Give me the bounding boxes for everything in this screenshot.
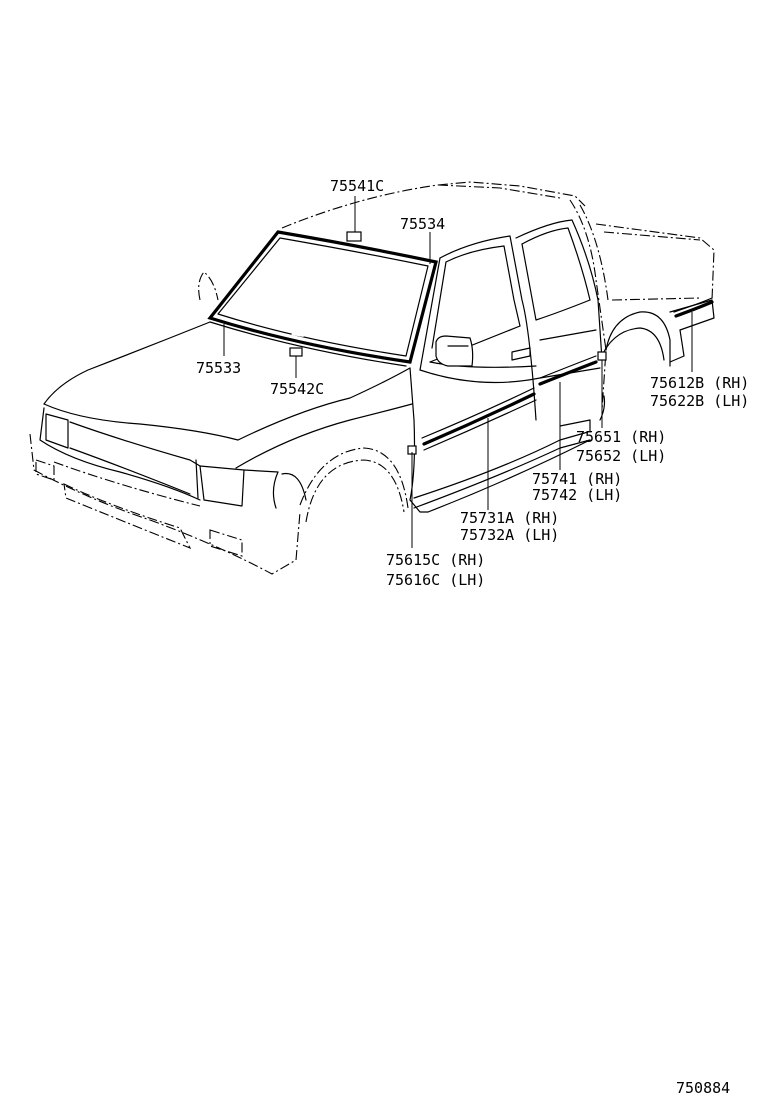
side-moldings bbox=[407, 297, 714, 455]
callout-75732a-lh: 75732A (LH) bbox=[460, 526, 559, 544]
callout-75612b-rh: 75612B (RH) bbox=[650, 374, 749, 392]
callout-labels: 75541C 75534 75533 75542C 75612B (RH) 75… bbox=[196, 177, 749, 1097]
callout-75533: 75533 bbox=[196, 359, 241, 377]
drawing-number: 750884 bbox=[676, 1079, 730, 1097]
callout-75651-rh: 75651 (RH) bbox=[576, 428, 666, 446]
callout-75542c: 75542C bbox=[270, 380, 324, 398]
callout-75616c-lh: 75616C (LH) bbox=[386, 571, 485, 589]
emblem-75651 bbox=[597, 351, 607, 361]
callout-75742-lh: 75742 (LH) bbox=[532, 486, 622, 504]
callout-75541c: 75541C bbox=[330, 177, 384, 195]
callout-75652-lh: 75652 (LH) bbox=[576, 447, 666, 465]
truck-body-outline bbox=[29, 181, 715, 575]
callout-75615c-rh: 75615C (RH) bbox=[386, 551, 485, 569]
clip-75541c bbox=[346, 231, 362, 242]
windshield-moldings bbox=[207, 230, 438, 364]
callout-75731a-rh: 75731A (RH) bbox=[460, 509, 559, 527]
callout-75741-rh: 75741 (RH) bbox=[532, 470, 622, 488]
callout-75622b-lh: 75622B (LH) bbox=[650, 392, 749, 410]
callout-75534: 75534 bbox=[400, 215, 445, 233]
clip-75542c bbox=[289, 347, 303, 357]
leader-lines bbox=[223, 196, 693, 548]
